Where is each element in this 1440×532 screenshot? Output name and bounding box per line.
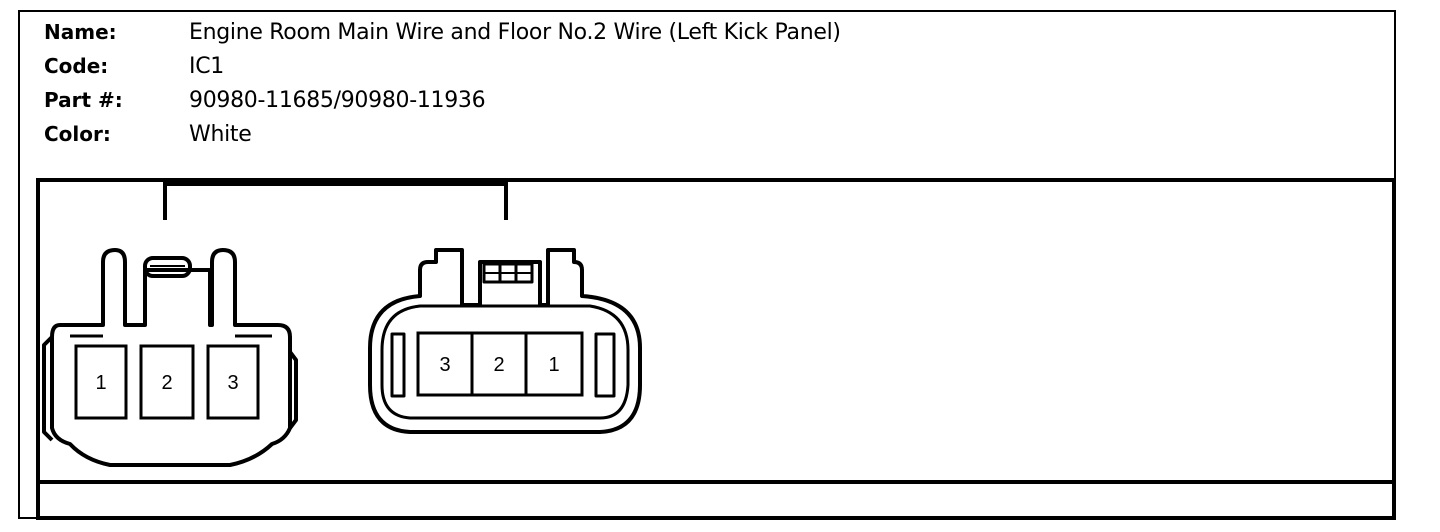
info-frame: Name: Engine Room Main Wire and Floor No… xyxy=(18,10,1396,519)
left-pin-cavity-1 xyxy=(74,344,128,420)
part-label: Part #: xyxy=(44,88,123,112)
code-value: IC1 xyxy=(189,54,224,79)
left-pin-label-2: 2 xyxy=(161,372,172,394)
pairing-bracket xyxy=(163,182,508,220)
left-pin-labels: 1 2 3 xyxy=(95,372,238,394)
right-pin-cavities xyxy=(416,331,584,397)
right-pin-labels: 3 2 1 xyxy=(439,354,559,376)
left-pin-cavities xyxy=(74,344,260,420)
diagram-bottom-strip xyxy=(36,480,1396,520)
left-pin-cavity-2 xyxy=(139,344,195,420)
part-value: 90980-11685/90980-11936 xyxy=(189,88,486,113)
left-connector xyxy=(42,248,298,467)
right-pin-label-3: 3 xyxy=(439,354,450,376)
left-pin-cavity-3 xyxy=(206,344,260,420)
right-pin-label-1: 1 xyxy=(548,354,559,376)
left-pin-label-1: 1 xyxy=(95,372,106,394)
right-connector xyxy=(368,248,642,434)
color-value: White xyxy=(189,122,252,147)
color-label: Color: xyxy=(44,122,111,146)
connector-diagram-area xyxy=(36,178,1396,519)
name-value: Engine Room Main Wire and Floor No.2 Wir… xyxy=(189,20,841,45)
right-pin-cavity-1 xyxy=(524,331,584,397)
code-label: Code: xyxy=(44,54,109,78)
name-label: Name: xyxy=(44,20,117,44)
right-pin-label-2: 2 xyxy=(493,354,504,376)
left-pin-label-3: 3 xyxy=(227,372,238,394)
